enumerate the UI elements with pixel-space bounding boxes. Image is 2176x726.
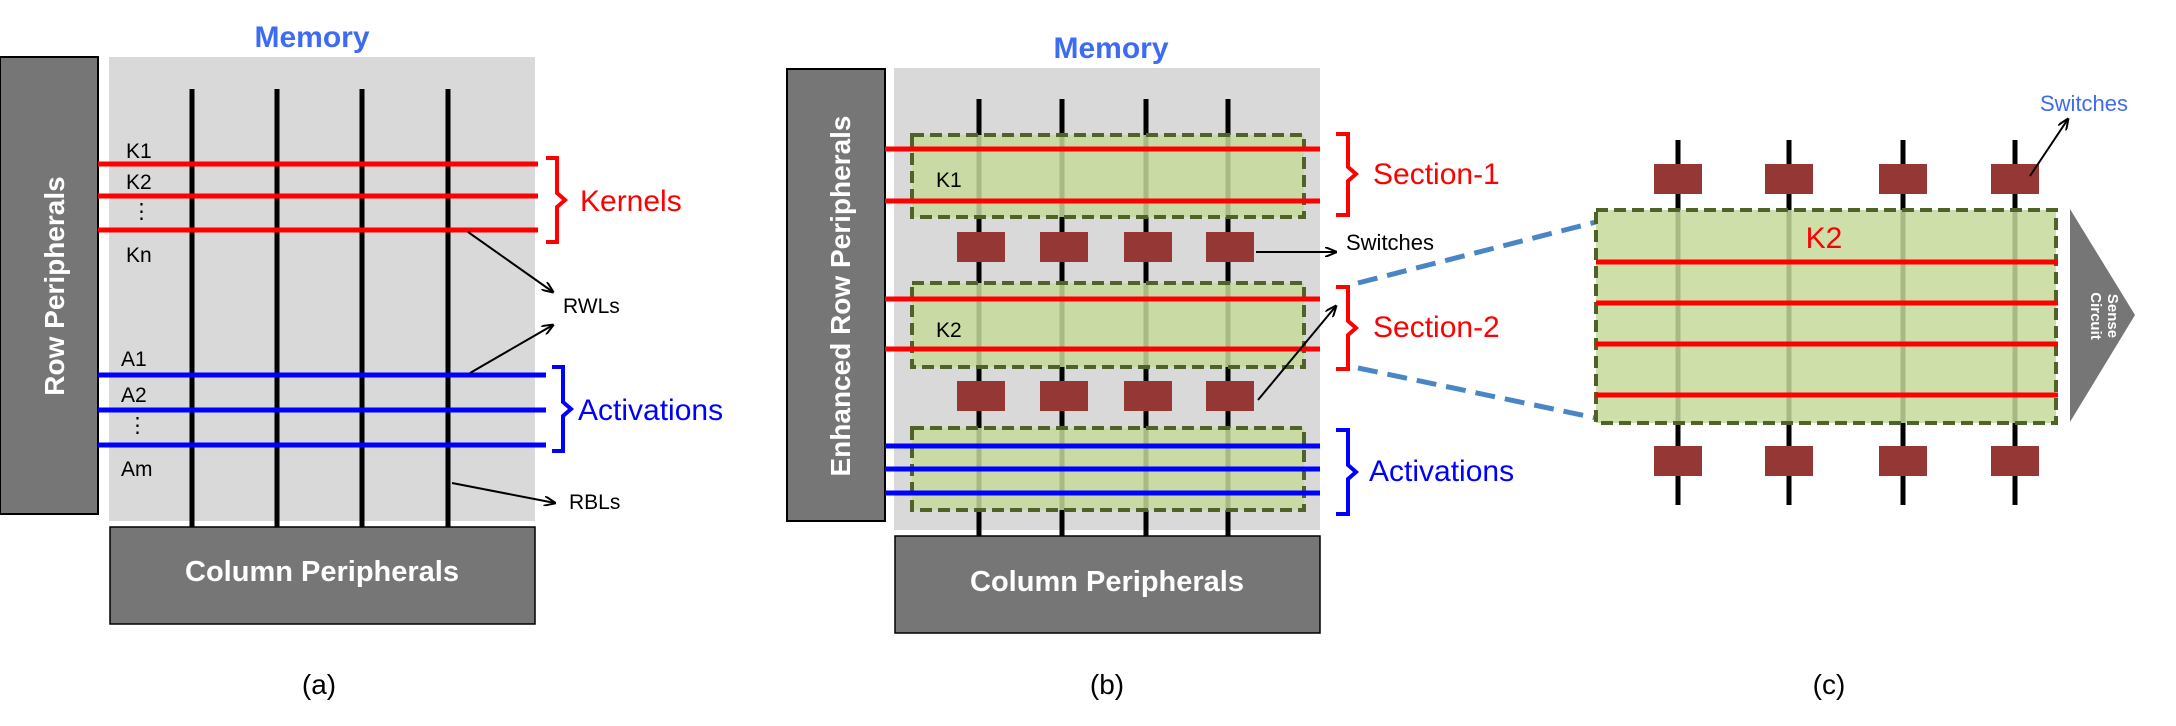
panel-a-kernel-label-k1: K1 xyxy=(126,140,152,163)
panel-b-switches-arrow-2 xyxy=(1257,306,1336,401)
panel-a-caption: (a) xyxy=(302,669,336,700)
panel-b-section-2-box xyxy=(910,281,1306,369)
panel-a-activation-label-a2: A2 xyxy=(121,384,147,407)
panel-a-activation-label-a1: A1 xyxy=(121,348,147,371)
panel-c-switch-row-top xyxy=(1654,164,2039,194)
zoom-line-bottom xyxy=(1357,365,1597,421)
panel-b-activation-lines xyxy=(885,443,1320,496)
panel-c-sense-circuit-line2: Circuit xyxy=(2087,292,2104,340)
panel-b-switch xyxy=(1040,381,1088,411)
panel-a-row-peripherals-label: Row Peripherals xyxy=(39,176,70,395)
panel-c-switches-arrow xyxy=(2029,119,2068,177)
panel-a-activation-lines xyxy=(98,372,546,448)
zoom-line-top xyxy=(1357,219,1597,286)
panel-b-switches-label: Switches xyxy=(1346,230,1434,255)
panel-a-column-peripherals-label: Column Peripherals xyxy=(185,556,459,588)
panel-c-switch xyxy=(1765,446,1813,476)
panel-a-kernels-brace xyxy=(546,156,569,244)
panel-c-k2-box xyxy=(1594,208,2058,425)
panel-c-switch xyxy=(1879,164,1927,194)
panel-c-switch xyxy=(1765,164,1813,194)
panel-a-activation-label-dots: ⋮ xyxy=(127,414,148,437)
panel-a-rbl-arrow xyxy=(451,482,555,503)
panel-b-kernel-lines xyxy=(885,146,1320,352)
panel-c-sense-circuit xyxy=(2070,209,2135,422)
panel-b-caption: (b) xyxy=(1090,669,1124,700)
panel-b-memory-title: Memory xyxy=(1053,32,1168,65)
panel-c-sense-circuit-label: Sense Circuit xyxy=(2087,292,2121,340)
panel-a-row-peripherals xyxy=(0,56,99,515)
panel-b-section-2-brace xyxy=(1336,285,1360,371)
panel-a-memory-title: Memory xyxy=(254,21,369,54)
panel-a-rbl-label: RBLs xyxy=(569,491,620,514)
panel-b-section-2-label: Section-2 xyxy=(1373,311,1500,344)
panel-b-switch xyxy=(957,232,1005,262)
panel-a-kernel-label-dots: ⋮ xyxy=(131,200,152,223)
panel-a-kernel-label-k2: K2 xyxy=(126,171,152,194)
panel-b-section-1-label: Section-1 xyxy=(1373,158,1500,191)
panel-b-row-peripherals-label: Enhanced Row Peripherals xyxy=(825,116,856,477)
panel-c-switch xyxy=(1654,164,1702,194)
panel-b-section-1-brace xyxy=(1336,132,1360,217)
panel-c-switch xyxy=(1991,446,2039,476)
panel-c-switch xyxy=(1991,164,2039,194)
panel-b-switch-row-2 xyxy=(957,381,1254,411)
panel-c-switch xyxy=(1879,446,1927,476)
panel-b-switch xyxy=(1124,381,1172,411)
panel-b-k1-label: K1 xyxy=(936,169,962,192)
panel-b-k2-label: K2 xyxy=(936,319,962,342)
panel-b-switch xyxy=(1124,232,1172,262)
panel-b-column-peripherals-label: Column Peripherals xyxy=(970,566,1244,598)
panel-b-activations-brace xyxy=(1336,428,1360,516)
panel-c-switch-row-bottom xyxy=(1654,446,2039,476)
panel-c-kernel-lines xyxy=(1596,259,2058,398)
panel-c-switch xyxy=(1654,446,1702,476)
panel-b-activations-label: Activations xyxy=(1369,455,1514,488)
panel-b-switch xyxy=(1206,232,1254,262)
panel-a-activation-label-am: Am xyxy=(121,458,153,481)
panel-c-k2-label: K2 xyxy=(1806,222,1843,255)
panel-a-kernel-label-kn: Kn xyxy=(126,244,152,267)
panel-b-row-peripherals xyxy=(786,68,886,522)
panel-b-switch xyxy=(957,381,1005,411)
panel-a-kernels-label: Kernels xyxy=(580,185,682,218)
panel-a-rwl-arrow-2 xyxy=(469,325,553,374)
panel-a-memory-array xyxy=(109,57,535,521)
panel-c-switches-label: Switches xyxy=(2040,91,2128,116)
panel-a: Memory Row Peripherals Column Peripheral… xyxy=(0,21,723,700)
panel-b-column-peripherals xyxy=(894,535,1321,634)
panel-b-switch-row-1 xyxy=(957,232,1254,262)
panel-a-rwl-label: RWLs xyxy=(563,295,620,318)
panel-b-switch xyxy=(1206,381,1254,411)
panel-c-sense-circuit-line1: Sense xyxy=(2104,294,2121,338)
panel-c-caption: (c) xyxy=(1813,669,1846,700)
panel-a-activations-brace xyxy=(552,365,575,453)
panel-a-column-peripherals xyxy=(109,526,536,625)
panel-b-switch xyxy=(1040,232,1088,262)
panel-b: Memory Enhanced Row Peripherals Column P… xyxy=(786,32,1514,700)
panel-a-rwl-arrow-1 xyxy=(467,231,553,292)
panel-a-activations-label: Activations xyxy=(578,394,723,427)
panel-a-kernel-lines xyxy=(98,161,538,233)
panel-c: K2 Sense Circuit Switches (c) xyxy=(1594,91,2135,700)
